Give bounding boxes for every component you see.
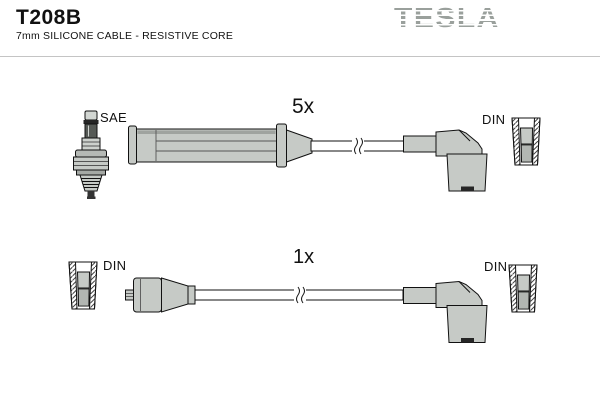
part-number: T208B [16, 6, 82, 29]
top-cable-quantity-label: 5x [292, 95, 315, 118]
product-subtitle: 7mm SILICONE CABLE - RESISTIVE CORE [16, 30, 234, 42]
cable-5x-illustration [128, 123, 488, 192]
elbow-boot-drawing [403, 281, 488, 343]
bottom-cable-quantity-label: 1x [293, 246, 315, 268]
din-socket-bottom-right [508, 264, 538, 313]
wire-break-symbol [293, 285, 307, 305]
din-socket-bottom-left [68, 261, 98, 310]
logo-stripes-decoration [394, 7, 512, 34]
din-connector-label-bottom-left: DIN [103, 258, 127, 273]
din-connector-label-bottom-right: DIN [484, 259, 508, 274]
sae-connector-label: SAE [100, 110, 127, 125]
header-divider [0, 56, 600, 57]
spark-plug-illustration [73, 110, 109, 199]
cable-1x-illustration [125, 277, 488, 343]
brand-logo: TESLA [394, 7, 512, 34]
wire-break-symbol [351, 136, 365, 156]
elbow-boot-drawing [403, 129, 488, 192]
din-connector-label-top-right: DIN [482, 112, 506, 127]
din-socket-top-right [511, 117, 541, 166]
